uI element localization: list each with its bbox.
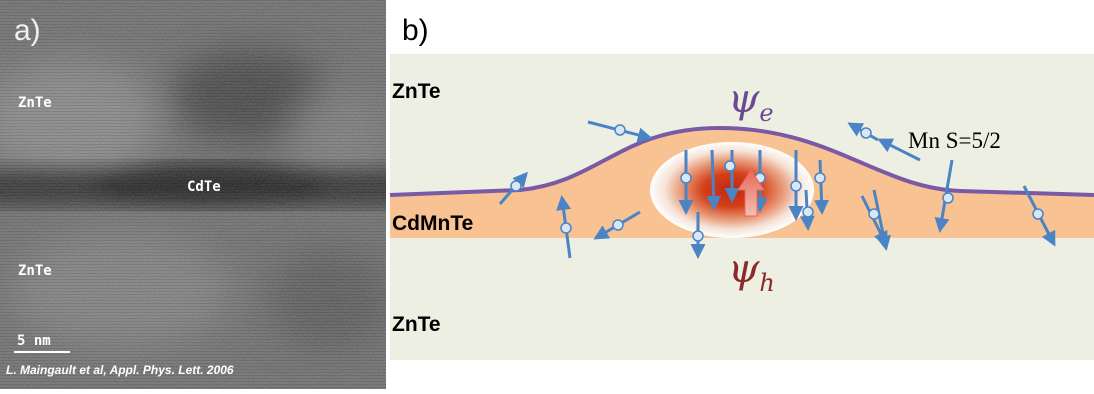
carrier-spin-arrow: [737, 169, 765, 217]
psi-h-label: ψh: [728, 246, 775, 297]
znte-bottom-label: ZnTe: [18, 263, 52, 279]
znte-top-label-b: ZnTe: [392, 80, 441, 103]
cdmnte-label: CdMnTe: [392, 212, 474, 235]
tem-micrograph: [0, 0, 386, 389]
cdte-label: CdTe: [187, 179, 221, 195]
psi-e-label: ψe: [728, 76, 774, 127]
znte-bottom-label-b: ZnTe: [392, 313, 441, 336]
panel-b-label: b): [402, 14, 429, 47]
schematic-panel: b) ZnTe CdMnTe ZnTe ψe ψh Mn S=5/2: [386, 0, 1094, 389]
tem-image-panel: a) ZnTe CdTe ZnTe 5 nm L. Maingault et a…: [0, 0, 386, 389]
mn-spin-label: Mn S=5/2: [908, 128, 1001, 153]
znte-top-label: ZnTe: [18, 95, 52, 111]
panel-a-label: a): [14, 14, 41, 47]
citation: L. Maingault et al, Appl. Phys. Lett. 20…: [6, 363, 234, 377]
scale-bar-label: 5 nm: [17, 333, 51, 349]
electron-wavefunction: [389, 125, 1094, 197]
quantum-dot-schematic: [389, 54, 1094, 360]
